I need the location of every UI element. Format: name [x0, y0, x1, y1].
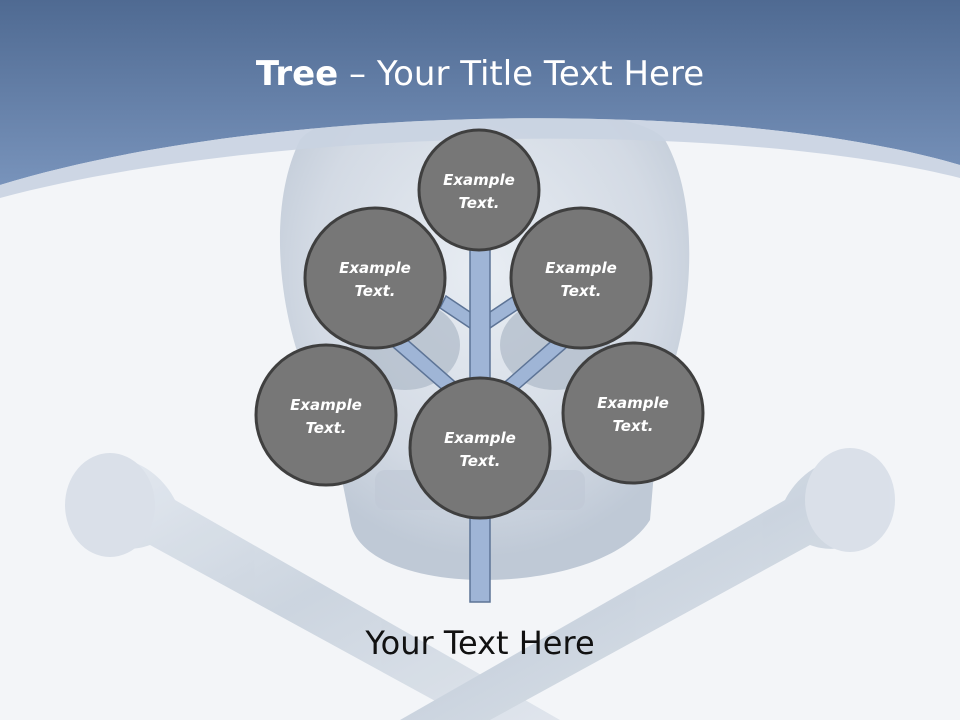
node-circle-lower-right — [561, 341, 705, 485]
node-circle-center — [408, 376, 552, 520]
node-label-line1: Example — [545, 259, 617, 277]
node-label-line1: Example — [443, 171, 515, 189]
node-label-line1: Example — [290, 396, 362, 414]
footer-text: Your Text Here — [365, 624, 595, 662]
tree-node: Example Text. — [561, 341, 705, 485]
tree-node: Example Text. — [509, 206, 653, 350]
node-label-line1: Example — [444, 429, 516, 447]
node-circle-lower-left — [254, 343, 398, 487]
header-band — [0, 0, 960, 185]
crossbones-image — [65, 448, 895, 720]
title-separator: – — [338, 54, 377, 94]
node-label-line1: Example — [597, 394, 669, 412]
node-label-line2: Text. — [305, 419, 346, 437]
title-rest: Your Title Text Here — [376, 54, 705, 94]
node-label-line2: Text. — [612, 417, 653, 435]
tree-node: Example Text. — [254, 343, 398, 487]
node-label-line2: Text. — [458, 194, 499, 212]
node-circle-upper-right — [509, 206, 653, 350]
node-label-line2: Text. — [354, 282, 395, 300]
node-label-line2: Text. — [459, 452, 500, 470]
title-bold: Tree — [255, 54, 339, 94]
node-label-line2: Text. — [560, 282, 601, 300]
slide-title: Tree – Your Title Text Here — [0, 52, 960, 96]
tree-node: Example Text. — [408, 376, 552, 520]
node-circle-top — [417, 128, 541, 252]
tree-node: Example Text. — [303, 206, 447, 350]
node-label-line1: Example — [339, 259, 411, 277]
node-circle-upper-left — [303, 206, 447, 350]
tree-node: Example Text. — [417, 128, 541, 252]
